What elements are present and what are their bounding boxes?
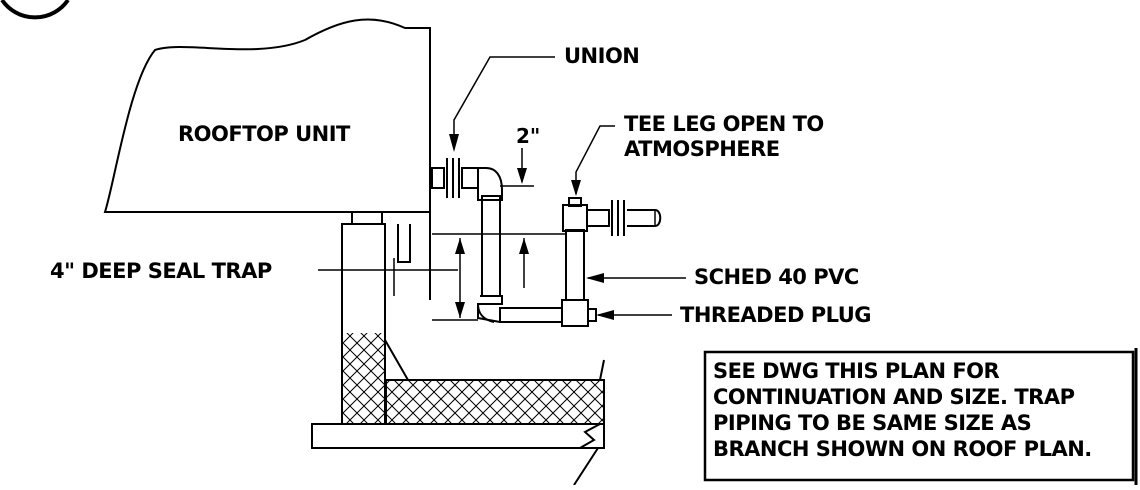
horizontal-trap-pipe: [499, 307, 563, 323]
note-box: [703, 350, 1135, 482]
top-tee: [562, 204, 588, 232]
note-line-4: BRANCH SHOWN ON ROOF PLAN.: [713, 437, 1092, 461]
tee-open-leg: [568, 197, 582, 207]
rooftop-unit-outline: [103, 18, 431, 213]
union-leader-arrow: [449, 134, 459, 152]
deep-seal-trap-label: 4" DEEP SEAL TRAP: [50, 259, 272, 283]
union-label: UNION: [564, 44, 639, 68]
note-line-3: PIPING TO BE SAME SIZE AS: [713, 411, 1031, 435]
tee-leg-leader: [575, 125, 615, 194]
union-nipple: [431, 167, 445, 189]
branch-nipple: [586, 209, 610, 227]
dim-2in-label: 2": [516, 124, 540, 148]
dim-seal-arrow-down: [455, 302, 465, 318]
threaded-plug-label: THREADED PLUG: [680, 303, 871, 327]
sched-40-pvc-label: SCHED 40 PVC: [694, 265, 859, 289]
dim-seal-arrow-up: [455, 238, 465, 254]
vertical-drop-pipe: [481, 195, 501, 297]
threaded-plug-fitting: [587, 308, 597, 322]
roof-insulation: [385, 379, 605, 425]
dim-riser-arrow: [519, 238, 529, 254]
rooftop-unit-label: ROOFTOP UNIT: [178, 122, 351, 146]
tee-leg-label-line2: ATMOSPHERE: [624, 137, 780, 161]
pvc-leader-arrow: [586, 273, 604, 283]
union-pipe: [461, 167, 479, 189]
note-line-2: CONTINUATION AND SIZE. TRAP: [713, 385, 1075, 409]
curb-insulation: [343, 333, 384, 423]
riser-pipe: [565, 229, 585, 301]
detail-callout-circle: [0, 0, 70, 20]
elbow-fitting: [477, 167, 503, 201]
note-line-1: SEE DWG THIS PLAN FOR: [713, 359, 1000, 383]
tee-leg-leader-arrow: [571, 180, 581, 196]
break-line: [573, 359, 605, 486]
dim-2in-arrow: [517, 168, 527, 184]
tee-leg-label-line1: TEE LEG OPEN TO: [624, 112, 824, 136]
lower-elbow: [477, 295, 503, 323]
cant-strip: [384, 336, 410, 381]
drain-stub: [397, 224, 411, 263]
bottom-tee: [561, 299, 589, 327]
curb-cap: [351, 211, 383, 225]
plug-leader-arrow: [596, 310, 614, 320]
roof-deck: [311, 423, 605, 449]
